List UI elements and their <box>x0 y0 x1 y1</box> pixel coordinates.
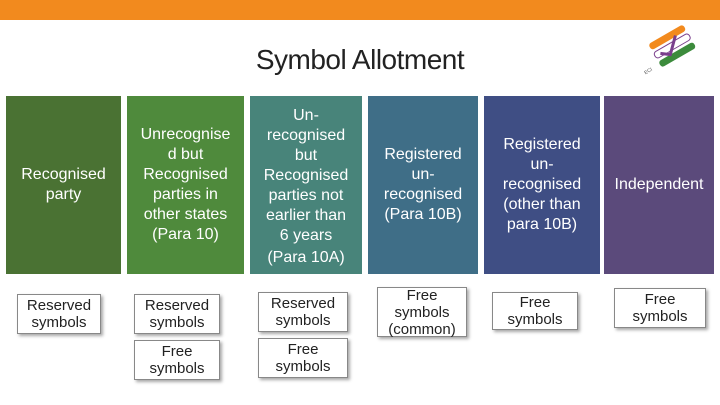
reserved-symbols-box: Reserved symbols <box>258 292 348 332</box>
free-symbols-box: Free symbols <box>258 338 348 378</box>
free-symbols-box: Free symbols <box>134 340 220 380</box>
column-para-label: (Para 10A) <box>267 249 345 266</box>
reserved-symbols-box: Reserved symbols <box>17 294 101 334</box>
column-label: Independent <box>614 176 704 193</box>
column-registered-unrecognised-other: Registered un- recognised (other than pa… <box>484 96 600 274</box>
column-label: Registered un- recognised (Para 10B) <box>383 146 463 223</box>
election-commission-logo-icon: ECI <box>643 25 696 76</box>
page-title: Symbol Allotment <box>255 44 465 75</box>
column-unrecognised-para-10a: Un- recognised but Recognised parties no… <box>250 96 362 274</box>
free-symbols-common-box: Free symbols (common) <box>377 287 467 338</box>
column-registered-unrecognised-para-10b: Registered un- recognised (Para 10B) <box>368 96 478 274</box>
column-label: Registered un- recognised (other than pa… <box>502 136 582 233</box>
column-label: Un- recognised but Recognised parties no… <box>263 107 349 244</box>
svg-text:ECI: ECI <box>643 67 653 76</box>
column-recognised-party: Recognised party <box>6 96 121 274</box>
reserved-symbols-box: Reserved symbols <box>134 294 220 334</box>
free-symbols-box: Free symbols <box>614 288 706 328</box>
column-label: Unrecognise d but Recognised parties in … <box>140 126 231 243</box>
column-unrecognised-recognised-other-states: Unrecognise d but Recognised parties in … <box>127 96 244 274</box>
column-label: Recognised party <box>21 166 106 203</box>
top-accent-bar <box>0 0 720 20</box>
column-independent: Independent <box>604 96 714 274</box>
free-symbols-box: Free symbols <box>492 292 578 330</box>
